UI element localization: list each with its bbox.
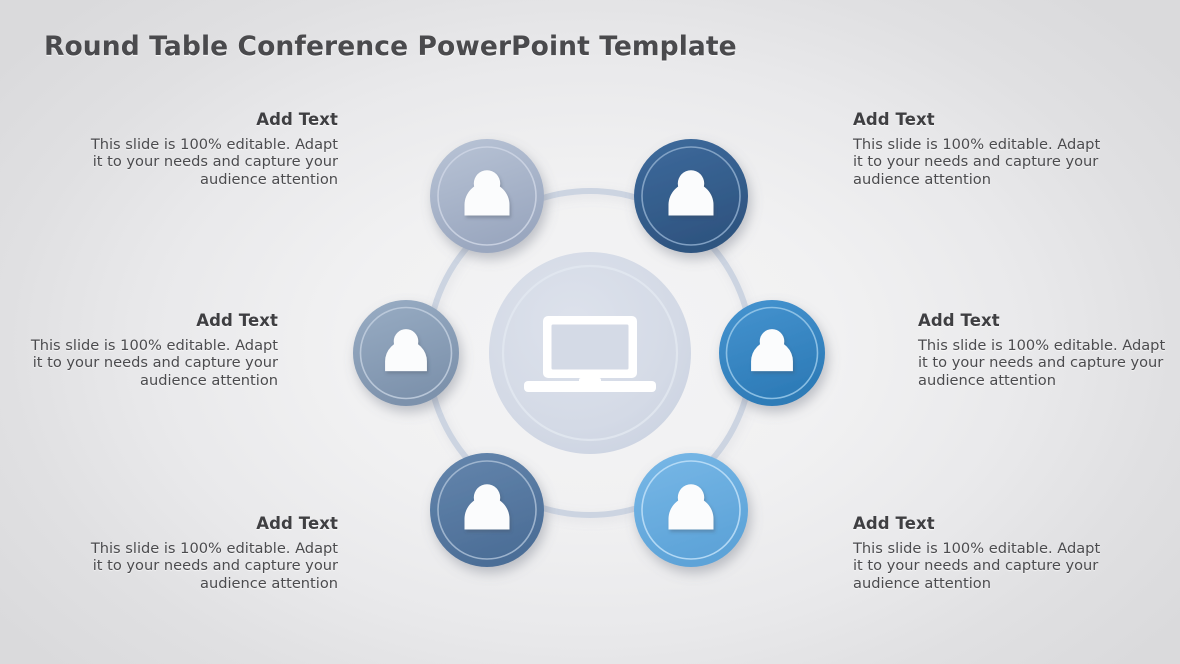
text-block-heading: Add Text	[256, 110, 338, 129]
text-block-bottom-left[interactable]: Add Text This slide is 100% editable. Ad…	[88, 514, 338, 592]
node-middle-left[interactable]	[353, 300, 459, 406]
node-bottom-right[interactable]	[634, 453, 748, 567]
node-bottom-right-inner-ring	[641, 460, 741, 560]
node-top-left-inner-ring	[437, 146, 537, 246]
text-block-body: This slide is 100% editable. Adapt it to…	[853, 540, 1101, 592]
text-block-bottom-right[interactable]: Add Text This slide is 100% editable. Ad…	[853, 514, 1103, 592]
text-block-heading: Add Text	[256, 514, 338, 533]
page-title: Round Table Conference PowerPoint Templa…	[44, 31, 737, 62]
text-block-body: This slide is 100% editable. Adapt it to…	[853, 136, 1101, 188]
text-block-middle-left[interactable]: Add Text This slide is 100% editable. Ad…	[28, 311, 278, 389]
node-top-right[interactable]	[634, 139, 748, 253]
text-block-heading: Add Text	[853, 110, 935, 129]
node-middle-right[interactable]	[719, 300, 825, 406]
text-block-middle-right[interactable]: Add Text This slide is 100% editable. Ad…	[918, 311, 1168, 389]
node-top-left[interactable]	[430, 139, 544, 253]
text-block-body: This slide is 100% editable. Adapt it to…	[918, 337, 1166, 389]
center-node-inner-ring	[501, 264, 679, 442]
laptop-icon	[524, 316, 656, 392]
node-middle-left-inner-ring	[359, 306, 453, 400]
text-block-top-left[interactable]: Add Text This slide is 100% editable. Ad…	[88, 110, 338, 188]
center-node	[489, 252, 691, 454]
text-block-body: This slide is 100% editable. Adapt it to…	[90, 540, 338, 592]
text-block-body: This slide is 100% editable. Adapt it to…	[30, 337, 278, 389]
node-bottom-left-inner-ring	[437, 460, 537, 560]
node-middle-right-inner-ring	[725, 306, 819, 400]
node-top-right-inner-ring	[641, 146, 741, 246]
node-bottom-left[interactable]	[430, 453, 544, 567]
text-block-body: This slide is 100% editable. Adapt it to…	[90, 136, 338, 188]
text-block-heading: Add Text	[918, 311, 1000, 330]
text-block-heading: Add Text	[853, 514, 935, 533]
text-block-heading: Add Text	[196, 311, 278, 330]
text-block-top-right[interactable]: Add Text This slide is 100% editable. Ad…	[853, 110, 1103, 188]
